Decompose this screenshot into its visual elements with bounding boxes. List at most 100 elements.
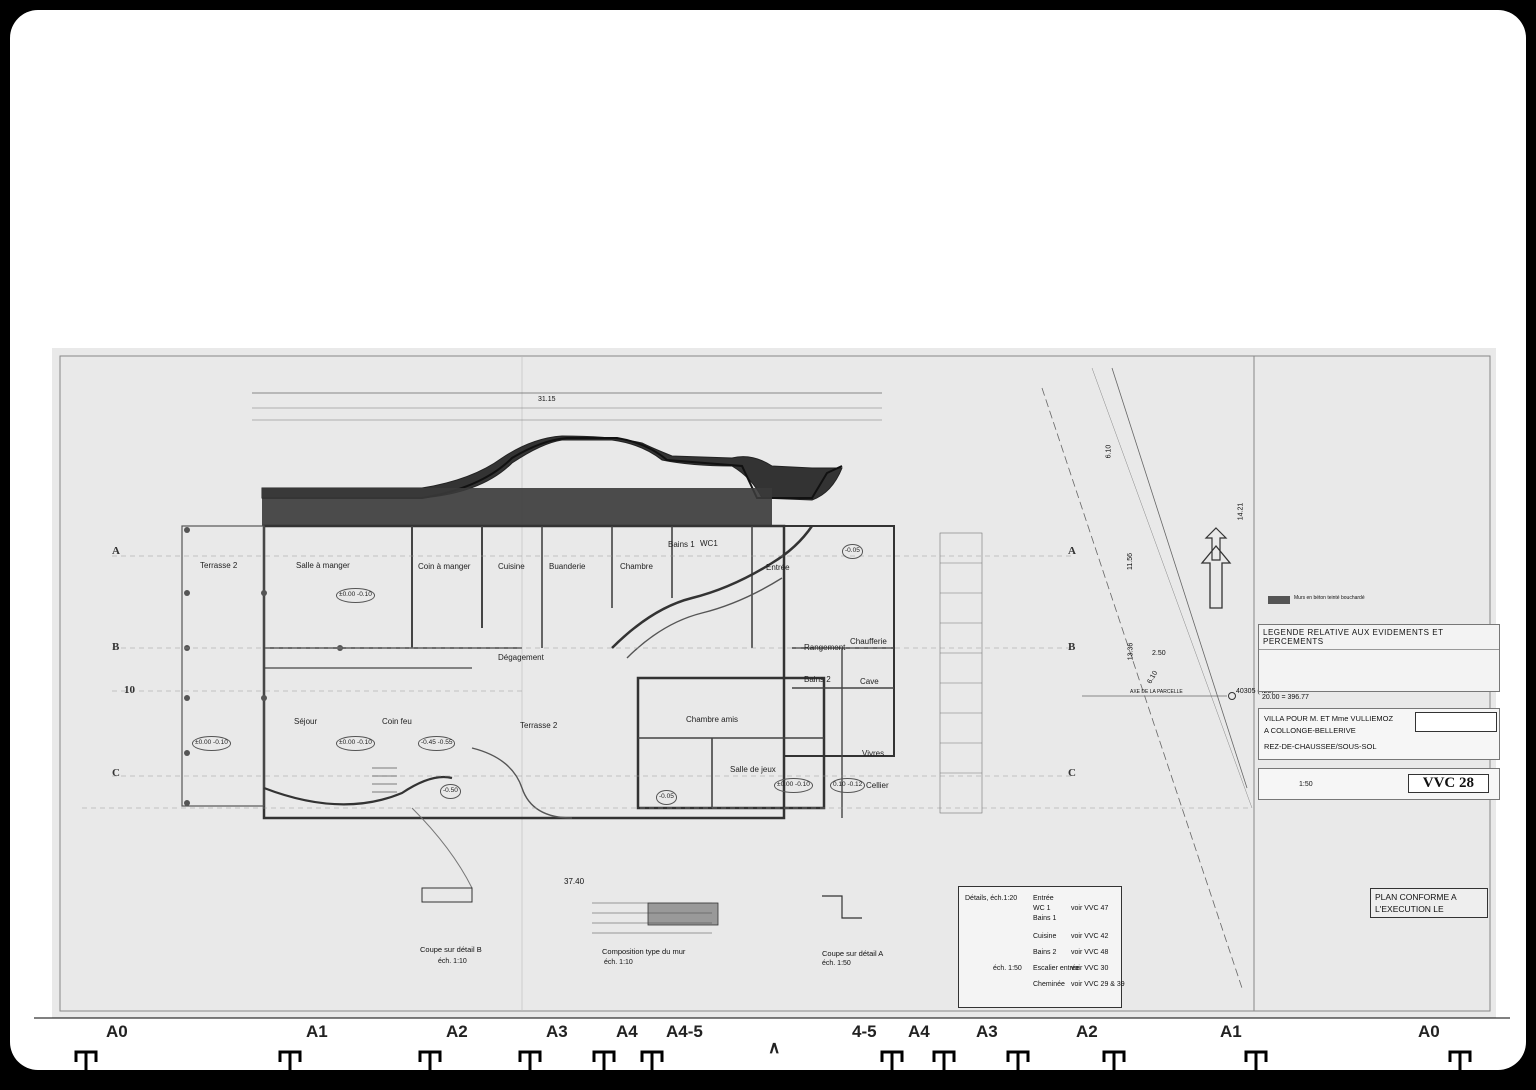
detail-item: Bains 1 [1033, 915, 1057, 922]
scale-label: A0 [106, 1022, 128, 1041]
level-mark: -0.50 [440, 784, 461, 799]
room-label: Bains 2 [804, 675, 831, 684]
microfilm-frame: A B 10 C A B C 31.15 Terrasse 2 Salle à … [10, 10, 1526, 1070]
legend-title: LEGENDE RELATIVE AUX EVIDEMENTS ET PERCE… [1259, 625, 1499, 650]
room-label: Coin feu [382, 717, 412, 726]
room-label: Buanderie [549, 562, 586, 571]
blank-field [1415, 712, 1497, 732]
axis-label: A [112, 545, 120, 557]
drawing-reference: 1:50 VVC 28 [1258, 768, 1500, 800]
top-dimension: 31.15 [538, 396, 556, 403]
scale-label: A0 [1418, 1022, 1440, 1041]
room-label: Cellier [866, 781, 889, 790]
detail-ref: voir VVC 30 [1071, 965, 1109, 972]
parcel-point: 40305 (428) [1236, 688, 1274, 695]
dimension: 11.56 [1127, 553, 1134, 570]
stamp-line: PLAN CONFORME A [1375, 892, 1457, 902]
room-label: WC1 [700, 539, 718, 548]
scale-label: A3 [976, 1022, 998, 1041]
drawing-code: VVC 28 [1407, 774, 1489, 793]
level-mark: ±0.00 -0.10 [774, 778, 813, 793]
detail-ref: voir VVC 29 & 39 [1071, 981, 1125, 988]
drawing-subject: REZ-DE-CHAUSSEE/SOUS-SOL [1264, 742, 1377, 751]
axis-label: 10 [124, 684, 135, 696]
dimension: 14.21 [1237, 502, 1245, 521]
room-label: Terrasse 2 [200, 561, 238, 570]
scale-label: 4-5 [852, 1022, 877, 1041]
axis-label: C [1068, 767, 1076, 779]
level-mark: ±0.00 -0.10 [336, 736, 375, 751]
scale-label: A4 [616, 1022, 638, 1041]
detail-item: Bains 2 [1033, 949, 1057, 956]
wall-note: Murs en béton teinté bouchardé [1294, 595, 1365, 601]
level-mark: 0.10 -0.12 [830, 778, 866, 793]
detail-item: Escalier entrée [1033, 965, 1080, 972]
room-label: Cuisine [498, 562, 525, 571]
drawing-scale: 1:50 [1299, 781, 1313, 788]
scale-label: A4-5 [666, 1022, 703, 1041]
detail-ref: voir VVC 42 [1071, 933, 1109, 940]
details-box: Détails, éch.1:20 Entrée WC 1 voir VVC 4… [958, 886, 1125, 1008]
scale-label: A2 [446, 1022, 468, 1041]
axis-label: C [112, 767, 120, 779]
room-label: Chaufferie [850, 637, 887, 646]
room-label: Vivres [862, 749, 885, 758]
openings-legend: LEGENDE RELATIVE AUX EVIDEMENTS ET PERCE… [1258, 624, 1500, 692]
detail-ref: voir VVC 47 [1071, 905, 1109, 912]
section-caption: Composition type du mur [602, 947, 686, 956]
level-reference: 20.00 = 396.77 [1262, 694, 1309, 701]
section-scale: éch. 1:10 [438, 958, 467, 965]
elevation-mark: 37.40 [564, 877, 585, 886]
section-scale: éch. 1:10 [604, 959, 633, 966]
level-mark: ±0.00 -0.10 [192, 736, 231, 751]
detail-item: Cuisine [1033, 933, 1057, 940]
room-label: Rangement [804, 643, 846, 652]
scale-label: A1 [1220, 1022, 1242, 1041]
axis-label: B [1068, 641, 1076, 653]
room-label: Coin à manger [418, 562, 471, 571]
detail-item: Entrée [1033, 895, 1054, 902]
project-location: A COLLONGE-BELLERIVE [1264, 726, 1356, 735]
stamp-line: L'EXECUTION LE [1375, 904, 1444, 914]
section-caption: Coupe sur détail A [822, 949, 884, 958]
level-mark: -0.45 -0.55 [418, 736, 456, 751]
room-label: Terrasse 2 [520, 721, 558, 730]
scale-marks [34, 1017, 1510, 1070]
room-label: Séjour [294, 717, 318, 726]
microfilm-scale-strip: A0 A1 A2 A3 A4 A4-5 ∧ 4-5 A4 A3 A2 A1 A0 [34, 1014, 1510, 1070]
scale-label: A4 [908, 1022, 930, 1041]
axis-label: A [1068, 545, 1076, 557]
project-name: VILLA POUR M. ET Mme VULLIEMOZ [1264, 714, 1394, 723]
room-label: Cave [860, 677, 879, 686]
axis-label: B [112, 641, 120, 653]
details-scale: éch. 1:50 [993, 965, 1022, 972]
room-label: Salle à manger [296, 561, 350, 570]
scale-label: A3 [546, 1022, 568, 1041]
floor-plan-drawing [59, 355, 1491, 1012]
dimension: 13.36 [1127, 642, 1135, 661]
level-mark: -0.05 [656, 790, 677, 805]
dimension: 2.50 [1152, 650, 1166, 657]
section-caption: Coupe sur détail B [420, 945, 482, 954]
execution-stamp: PLAN CONFORME A L'EXECUTION LE [1370, 888, 1488, 918]
room-label: Bains 1 [668, 540, 695, 549]
level-mark: -0.05 [842, 544, 863, 559]
room-label: Chambre amis [686, 715, 739, 724]
detail-item: Cheminée [1033, 981, 1065, 988]
scale-label: A1 [306, 1022, 328, 1041]
room-label: Entrée [766, 563, 790, 572]
blueprint-sheet: A B 10 C A B C 31.15 Terrasse 2 Salle à … [52, 348, 1500, 1018]
title-block: VILLA POUR M. ET Mme VULLIEMOZ A COLLONG… [1258, 708, 1500, 760]
level-mark: ±0.00 -0.10 [336, 588, 375, 603]
scale-label: A2 [1076, 1022, 1098, 1041]
section-scale: éch. 1:50 [822, 960, 851, 967]
room-label: Chambre [620, 562, 653, 571]
scale-label: ∧ [768, 1038, 781, 1057]
details-title: Détails, éch.1:20 [965, 895, 1018, 902]
detail-item: WC 1 [1033, 905, 1051, 912]
detail-ref: voir VVC 48 [1071, 949, 1109, 956]
room-label: Dégagement [498, 653, 544, 662]
dimension: 6.10 [1105, 444, 1113, 459]
room-label: Salle de jeux [730, 765, 776, 774]
parcel-axis-label: AXE DE LA PARCELLE [1130, 689, 1183, 695]
